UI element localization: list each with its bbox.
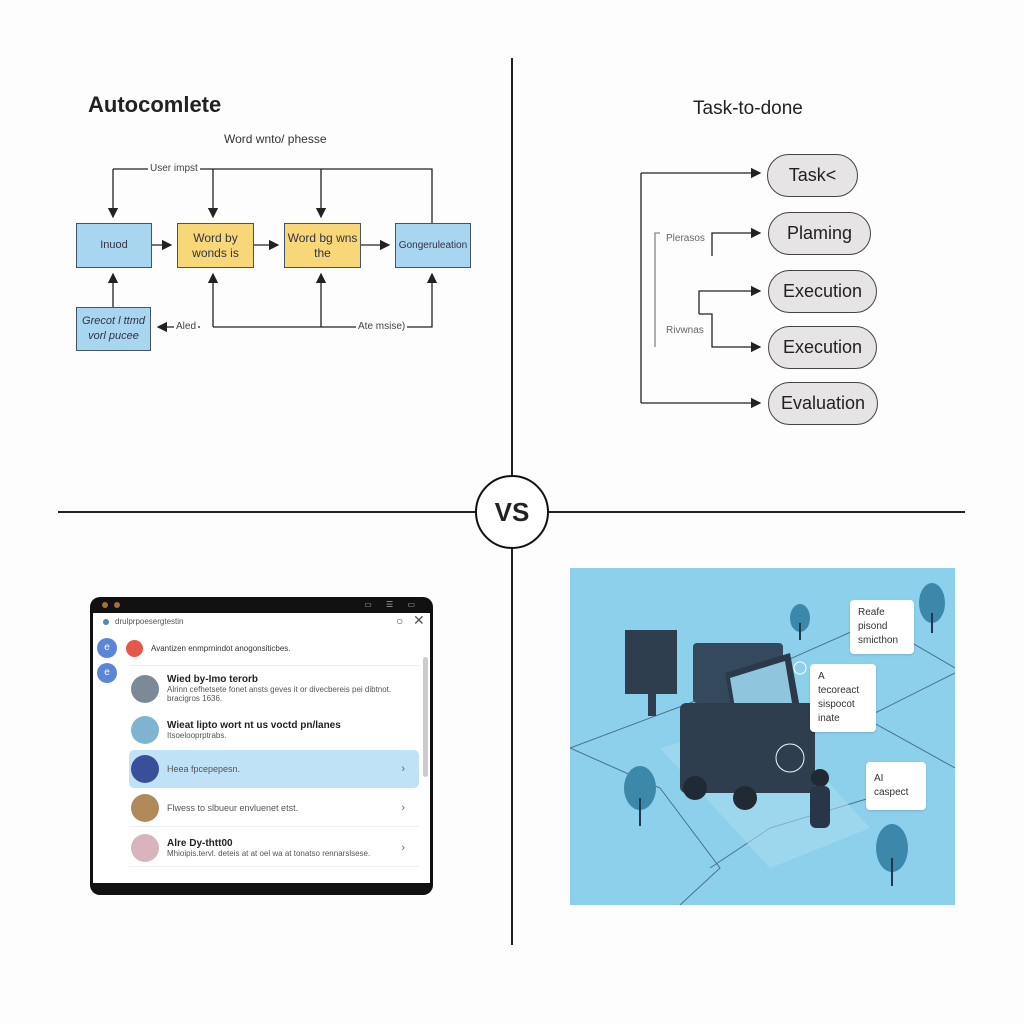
scrollbar[interactable] [423,657,428,777]
step-task: Task< [767,154,858,197]
input-box: Inuod [76,223,152,268]
step-execution: Execution [768,270,877,313]
item-title: Alre Dy-thtt00 [167,837,233,849]
step-execution-2: Execution [768,326,877,369]
autocomplete-connectors [107,168,438,333]
label-user-input: User impst [148,163,200,174]
word-by-word-box: Word by wonds is [177,223,254,268]
speech-bubble: Reafe pisond smicthon [850,600,914,654]
label-phases: Plerasos [664,233,707,244]
item-title: Wied by-Imo terorb [167,674,259,685]
item-text: Alrinn cefhetsete fonet ansts geves it o… [167,685,392,703]
prompt-text: Avantizen enmprnindot anogonsiticbes. [151,644,291,653]
prompt-avatar [126,640,143,657]
window-header-title: drulprpoesergtestin [115,617,184,626]
item-text: Mhioipis.tervl. deteis at at oel wa at t… [167,848,371,858]
app-icon [103,619,109,625]
task-title: Task-to-done [693,98,803,119]
window-body: drulprpoesergtestin ○ ✕ e e Avantizen en… [93,612,430,883]
sidebar-button-e[interactable]: e [97,638,117,658]
avatar [131,793,159,822]
generation-box: Gongeruleation [395,223,471,268]
word-by-word-box-2: Word bg wns the [284,223,361,268]
vs-badge: VS [475,475,549,549]
window-controls-icon[interactable]: ▭ ☰ ▭ [364,600,421,609]
app-window: ▭ ☰ ▭ drulprpoesergtestin ○ ✕ e e Avanti… [90,597,433,895]
speech-bubble: A tecoreact sispocot inate [810,664,876,732]
speech-bubble: AI caspect [866,762,926,810]
scene-drawing [570,583,955,905]
item-text: Heea fpcepepesn. [167,764,241,774]
item-text: Itsoelooprptrabs. [167,731,227,740]
chevron-right-icon: › [401,841,405,854]
step-planning: Plaming [768,212,871,255]
label-ate: Ate msise) [356,321,408,332]
output-box: Grecot l ttmd vorl pucee [76,307,151,351]
avatar [131,674,159,703]
item-title: Wieat lipto wort nt us voctd pn/lanes [167,720,341,731]
label-reviews: Rivwnas [664,325,706,336]
list-item[interactable]: Flwess to slbueur envluenet etst. › [129,789,419,827]
label-aled: Aled [174,321,199,332]
autocomplete-title: Autocomlete [88,92,222,117]
list-item-selected[interactable]: Heea fpcepepesn. › [129,750,419,788]
chevron-right-icon: › [401,763,405,775]
close-icon[interactable]: ✕ [413,612,425,628]
search-icon[interactable]: ○ [396,614,404,628]
chevron-right-icon: › [401,801,405,814]
step-evaluation: Evaluation [768,382,878,425]
sidebar-button-e-2[interactable]: e [97,663,117,683]
avatar [131,755,159,783]
item-text: Flwess to slbueur envluenet etst. [167,802,299,813]
autocomplete-subtitle: Word wnto/ phesse [224,132,327,146]
agent-illustration: Reafe pisond smicthon A tecoreact sispoc… [570,568,955,905]
task-connectors [640,167,762,409]
avatar [131,833,159,862]
avatar [131,716,159,744]
window-dot[interactable] [114,602,120,608]
window-dot[interactable] [102,602,108,608]
